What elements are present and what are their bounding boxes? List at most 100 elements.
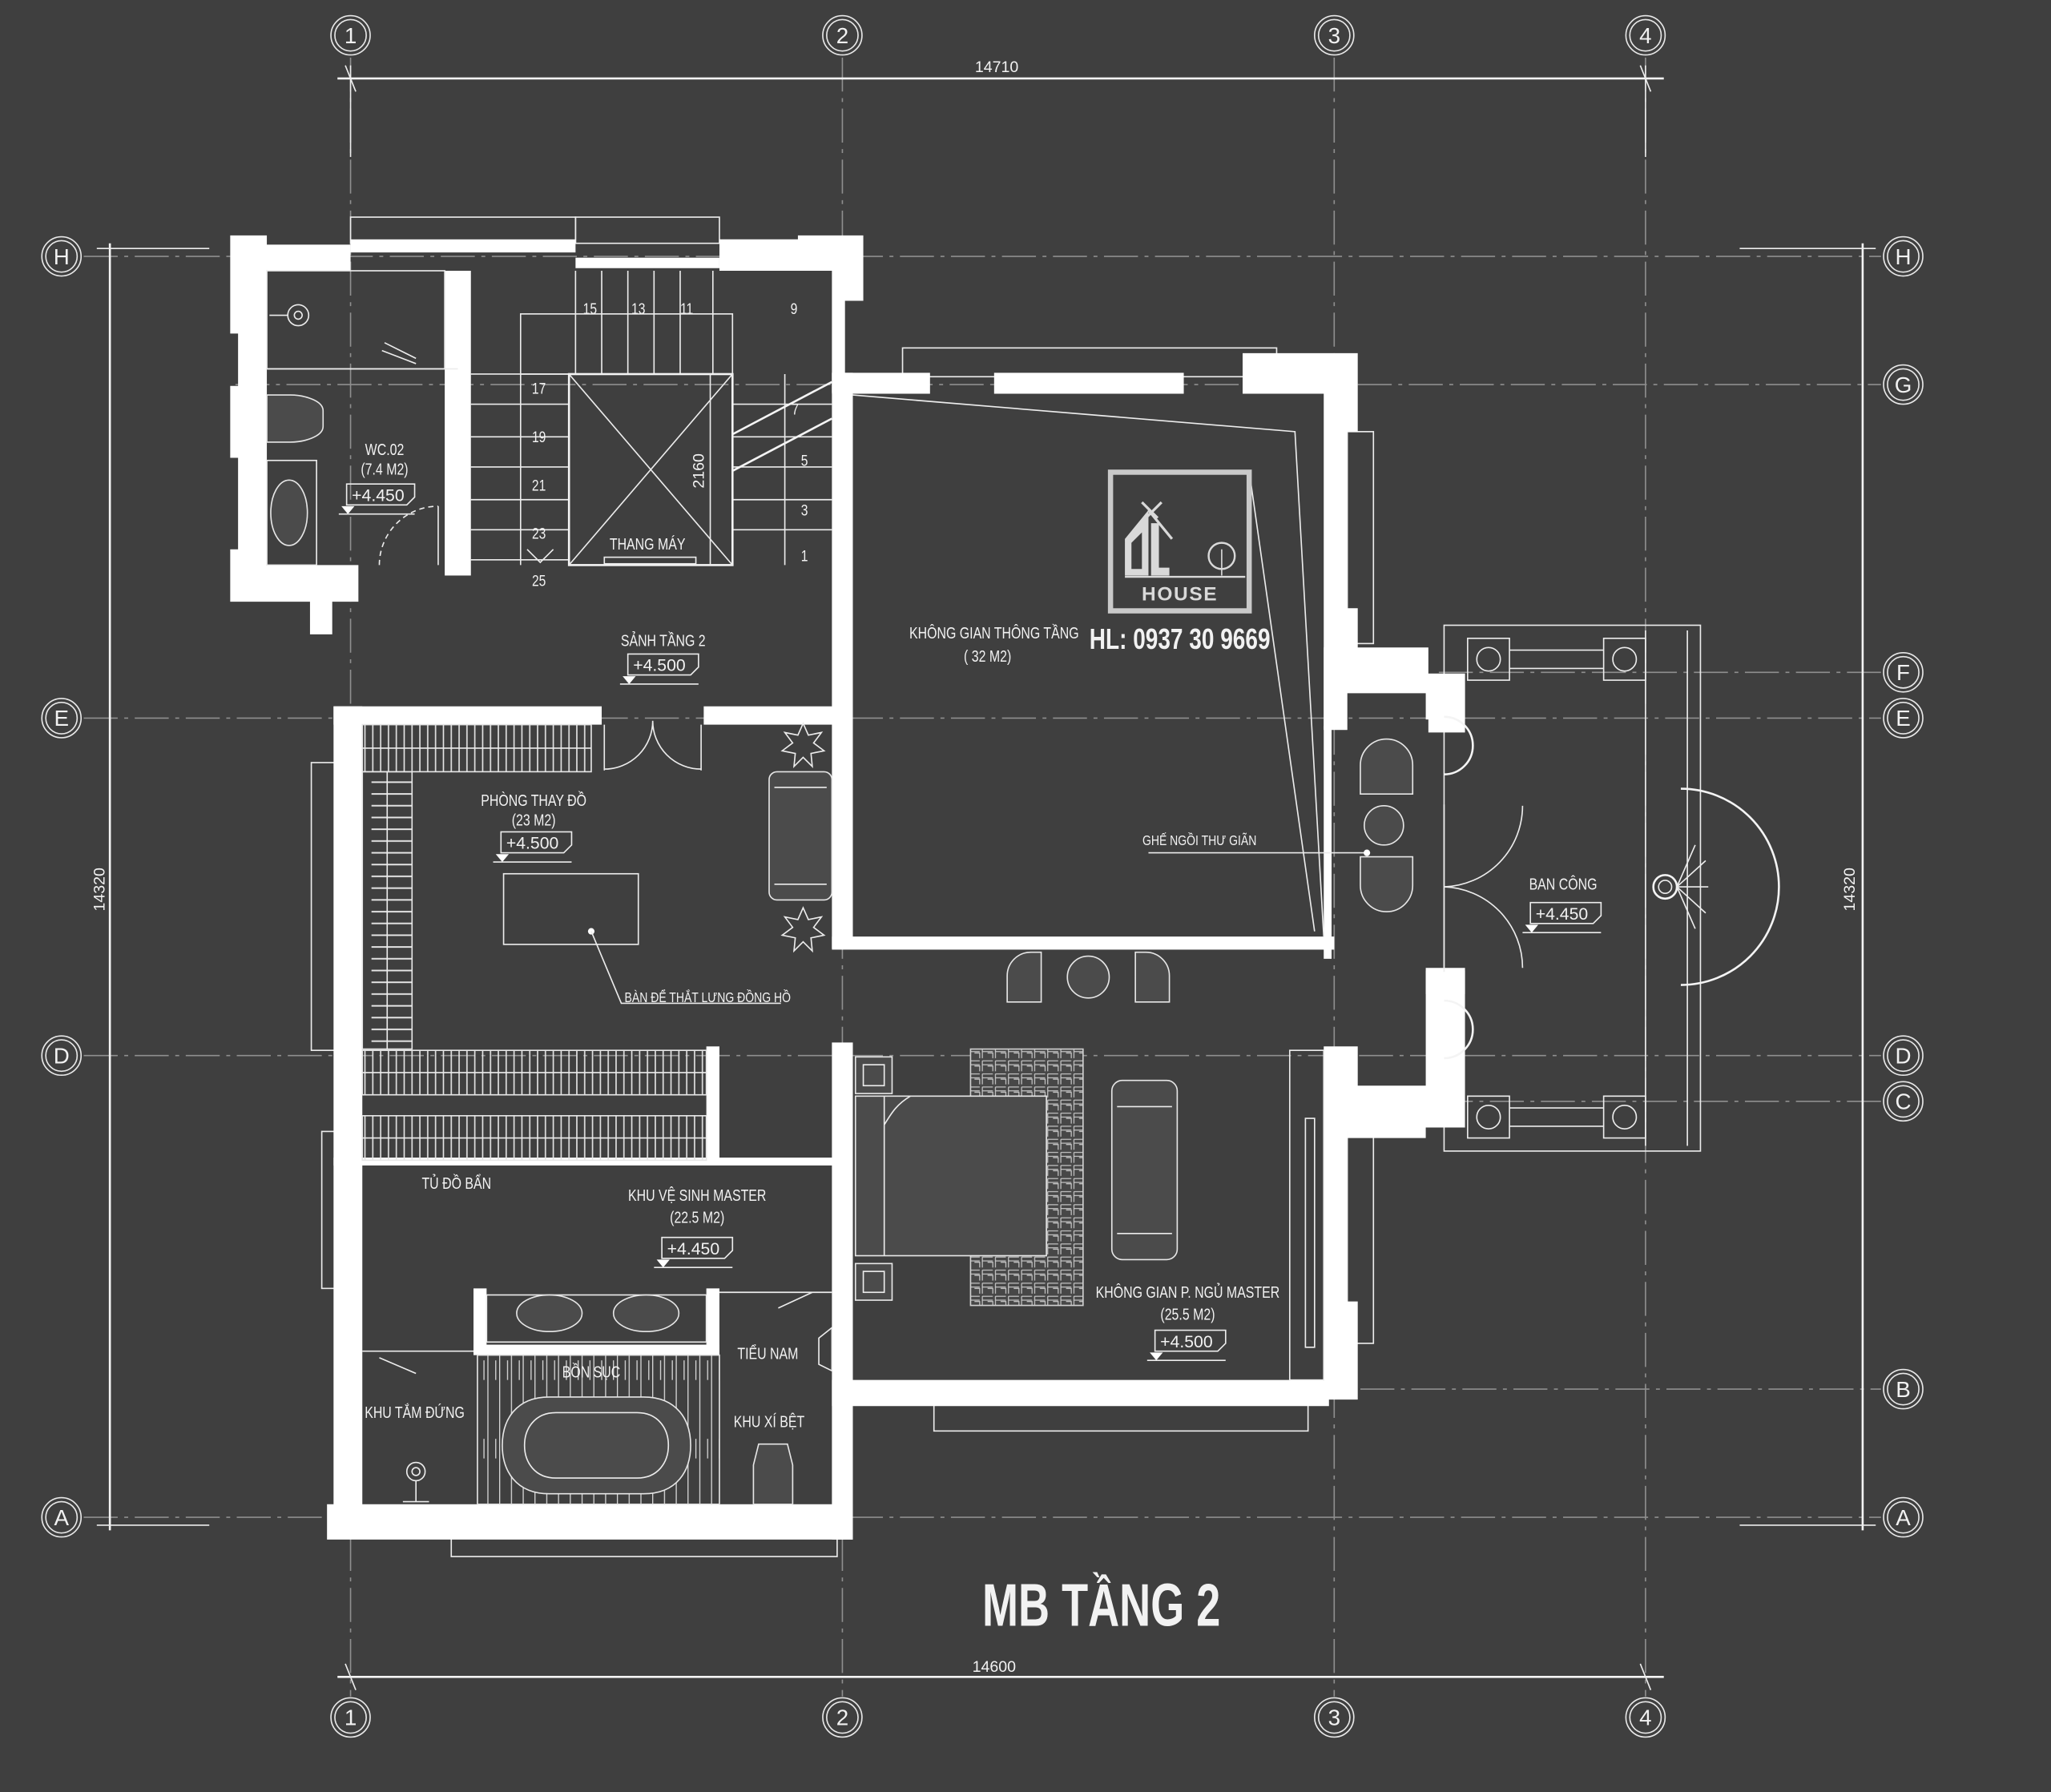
elevation-tag-balcony: +4.450 (1522, 901, 1602, 934)
column-icon (1467, 638, 1510, 681)
relax-chairs-label: GHẾ NGỒI THƯ GIÃN (1142, 831, 1256, 848)
grid-label: 4 (1639, 23, 1651, 48)
grid-bubble-3-top: 3 (1314, 14, 1355, 56)
stair-step-number: 21 (532, 477, 546, 494)
grid-bubble-A-right: A (1883, 1496, 1924, 1538)
elevation-tag-hall: +4.500 (619, 653, 699, 685)
dimension-right: 14320 (1739, 243, 1876, 1531)
tv-icon (1304, 1117, 1316, 1348)
hall-name-label: SẢNH TẦNG 2 (621, 631, 706, 650)
elevation-tag-master-bedroom: +4.500 (1146, 1329, 1227, 1361)
stair-step-number: 3 (801, 501, 808, 519)
grid-label: F (1896, 660, 1910, 685)
master-bath-area-label: (22.5 M2) (670, 1208, 724, 1226)
dressing-area-label: (23 M2) (512, 810, 556, 828)
dimension-top: 14710 (337, 58, 1664, 157)
grid-bubble-F-right: F (1883, 651, 1924, 693)
grid-bubble-D-right: D (1883, 1035, 1924, 1077)
urinal-label: TIỂU NAM (737, 1344, 798, 1363)
toilet-icon (266, 394, 324, 443)
bathtub-icon (502, 1396, 691, 1495)
grid-bubble-C-right: C (1883, 1081, 1924, 1122)
grid-bubble-E-left: E (41, 698, 83, 739)
balcony: BAN CÔNG +4.450 (1425, 630, 1780, 1146)
stair-step-number: 13 (631, 300, 646, 317)
grid-bubble-A-left: A (41, 1496, 83, 1538)
dimension-right-value: 14320 (1841, 868, 1859, 912)
grid-label: B (1896, 1377, 1911, 1402)
dimension-bottom: 14600 (337, 1658, 1664, 1690)
grid-label: 1 (345, 23, 357, 48)
hall: SẢNH TẦNG 2 +4.500 (619, 631, 706, 685)
dimension-top-value: 14710 (975, 58, 1019, 76)
grid-bubble-2-bottom: 2 (822, 1697, 863, 1738)
grid-label: 2 (836, 23, 848, 48)
toilet-label: KHU XÍ BỆT (734, 1411, 804, 1430)
plant-icon (780, 906, 826, 953)
stair-step-number: 5 (801, 452, 808, 469)
wc-area-label: (7.4 M2) (361, 460, 408, 478)
elevation-tag-master-bath: +4.450 (654, 1236, 734, 1269)
grid-bubbles-top: 1 2 3 4 (330, 14, 1666, 56)
elevation-value: +4.500 (506, 835, 558, 853)
staircase: 15 13 11 9 17 19 21 23 25 7 5 3 1 (470, 270, 832, 590)
stair-step-number: 7 (792, 401, 799, 418)
belt-watch-table-label: BÀN ĐỂ THẮT LƯNG ĐỒNG HỒ (625, 989, 791, 1005)
logo: HOUSE (1107, 469, 1252, 614)
stair-step-number: 25 (532, 572, 546, 590)
stair-step-number: 23 (532, 525, 546, 542)
grid-bubble-4-bottom: 4 (1625, 1697, 1666, 1738)
elevation-value: +4.450 (352, 486, 404, 505)
dimension-bottom-value: 14600 (973, 1658, 1017, 1676)
stair-step-number: 17 (532, 380, 546, 397)
grid-label: 1 (345, 1705, 357, 1730)
spiral-stair-icon (1652, 787, 1780, 986)
wc-02: WC.02 (7.4 M2) +4.450 (266, 270, 458, 566)
plant-icon (780, 721, 826, 769)
towel-rack-icon (381, 342, 417, 364)
toilet-icon (752, 1443, 794, 1505)
grid-label: 3 (1328, 23, 1340, 48)
grid-bubble-D-left: D (41, 1035, 83, 1077)
wardrobes (361, 1049, 707, 1162)
grid-bubble-1-top: 1 (330, 14, 371, 56)
walls (230, 235, 1465, 1540)
grid-label: 4 (1639, 1705, 1651, 1730)
shower-head-icon (402, 1461, 429, 1503)
sink-icon (516, 1294, 583, 1333)
grid-label: D (1895, 1044, 1911, 1069)
house-logo-icon (1125, 501, 1246, 578)
master-bedroom-area-label: (25.5 M2) (1160, 1305, 1215, 1323)
grid-bubbles-left: H E D A (41, 236, 83, 1538)
grid-bubbles-right: H G F E D C B A (1883, 236, 1924, 1538)
urinal-icon (818, 1326, 833, 1372)
stair-step-number: 15 (583, 300, 598, 317)
grid-bubble-4-top: 4 (1625, 14, 1666, 56)
elevation-value: +4.450 (1536, 905, 1588, 924)
grid-bubble-E-right: E (1883, 698, 1924, 739)
elevation-value: +4.450 (667, 1240, 719, 1258)
stair-step-number: 19 (532, 428, 546, 445)
grid-label: E (54, 706, 69, 731)
grid-label: D (54, 1044, 70, 1069)
void-area-label: ( 32 M2) (964, 646, 1011, 665)
column-icon (1467, 1095, 1510, 1139)
dimension-left-value: 14320 (91, 868, 109, 912)
master-bath-name-label: KHU VỆ SINH MASTER (628, 1186, 766, 1204)
hotline: HL: 0937 30 9669 (1090, 623, 1271, 655)
grid-label: A (54, 1505, 69, 1530)
grid-label: H (54, 244, 70, 269)
grid-bubble-B-right: B (1883, 1368, 1924, 1410)
laundry-cabinet-label: TỦ ĐỒ BẨN (421, 1174, 491, 1192)
elevator-label: THANG MÁY (610, 534, 686, 553)
grid-label: 2 (836, 1705, 848, 1730)
grid-label: E (1896, 706, 1911, 731)
logo-text: HOUSE (1142, 583, 1218, 605)
elevation-tag-wc: +4.450 (338, 483, 416, 515)
dressing-name-label: PHÒNG THAY ĐỒ (481, 791, 586, 809)
grid-bubble-G-right: G (1883, 364, 1924, 405)
sink-icon (612, 1294, 680, 1333)
stair-step-number: 9 (791, 300, 798, 317)
dressing-room: PHÒNG THAY ĐỒ (23 M2) +4.500 BÀN ĐỂ THẮT… (361, 720, 833, 1050)
